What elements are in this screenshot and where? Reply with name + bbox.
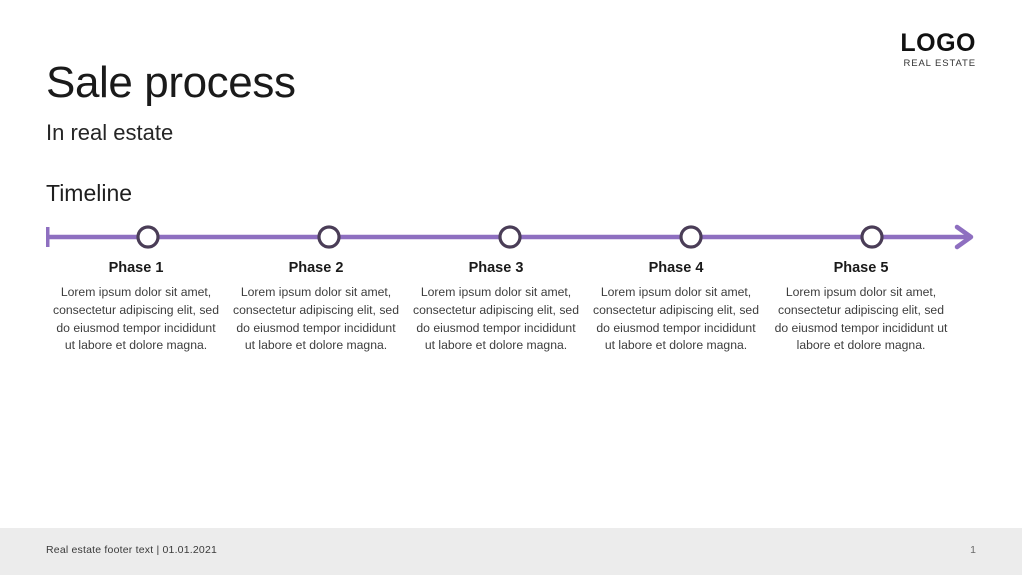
logo-secondary-text: REAL ESTATE — [903, 58, 976, 69]
brand-logo: LOGO REAL ESTATE — [900, 31, 976, 69]
timeline-phase-item: Phase 4 Lorem ipsum dolor sit amet, cons… — [586, 260, 766, 355]
timeline-graphic — [46, 222, 976, 252]
phase-label: Phase 2 — [288, 260, 344, 276]
timeline-arrow-icon — [954, 224, 974, 250]
phase-description: Lorem ipsum dolor sit amet, consectetur … — [53, 285, 219, 353]
phase-label: Phase 1 — [108, 260, 164, 276]
page-subtitle: In real estate — [46, 120, 174, 145]
page-title: Sale process — [46, 58, 296, 107]
phase-label: Phase 4 — [648, 260, 704, 276]
timeline-marker-icon-3[interactable] — [498, 225, 522, 249]
phase-label: Phase 3 — [468, 260, 524, 276]
section-heading-timeline: Timeline — [46, 180, 133, 206]
phase-description: Lorem ipsum dolor sit amet, consectetur … — [774, 285, 948, 353]
phase-description: Lorem ipsum dolor sit amet, consectetur … — [593, 285, 759, 353]
timeline-marker-icon-5[interactable] — [860, 225, 884, 249]
timeline-phase-item: Phase 5 Lorem ipsum dolor sit amet, cons… — [766, 260, 956, 355]
footer-text: Real estate footer text | 01.01.2021 — [46, 544, 218, 556]
logo-primary-text: LOGO — [900, 29, 976, 57]
phase-description: Lorem ipsum dolor sit amet, consectetur … — [233, 285, 399, 353]
timeline-marker-icon-4[interactable] — [679, 225, 703, 249]
timeline-phase-item: Phase 2 Lorem ipsum dolor sit amet, cons… — [226, 260, 406, 355]
timeline-marker-icon-2[interactable] — [317, 225, 341, 249]
timeline-svg — [46, 224, 974, 250]
timeline-phase-item: Phase 3 Lorem ipsum dolor sit amet, cons… — [406, 260, 586, 355]
timeline-phase-item: Phase 1 Lorem ipsum dolor sit amet, cons… — [46, 260, 226, 355]
timeline-phase-list: Phase 1 Lorem ipsum dolor sit amet, cons… — [46, 260, 976, 355]
timeline-marker-icon-1[interactable] — [136, 225, 160, 249]
footer-page-number: 1 — [970, 544, 976, 556]
phase-description: Lorem ipsum dolor sit amet, consectetur … — [413, 285, 579, 353]
slide-footer: Real estate footer text | 01.01.2021 1 — [0, 528, 1022, 575]
phase-label: Phase 5 — [833, 260, 889, 276]
